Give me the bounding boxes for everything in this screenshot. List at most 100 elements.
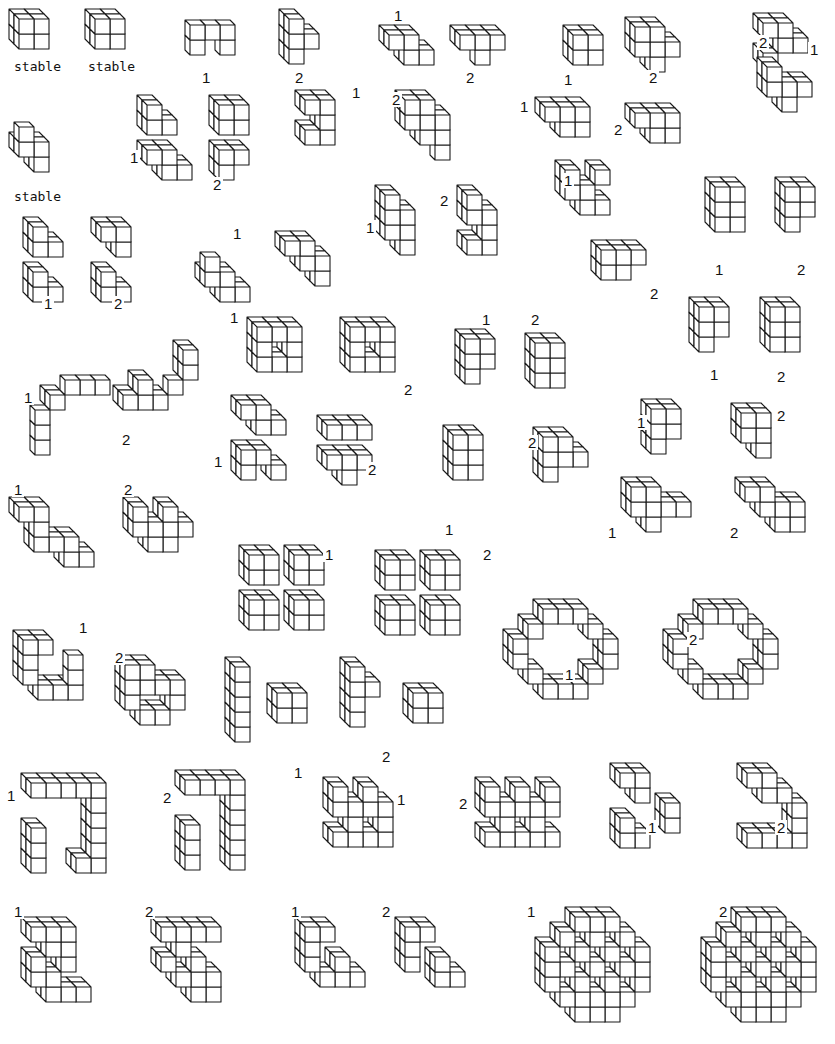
variant-number: 1 <box>518 99 530 114</box>
cube <box>133 375 153 395</box>
cube-cluster <box>737 763 807 848</box>
cube-cluster <box>625 17 680 72</box>
variant-number: 2 <box>529 312 541 327</box>
cube-cluster <box>225 657 250 742</box>
cube-cluster <box>275 231 330 286</box>
cube-cluster <box>317 415 372 485</box>
cube <box>328 827 348 847</box>
variant-number: 1 <box>708 367 720 382</box>
cube-cluster <box>625 103 680 143</box>
cube <box>480 782 500 802</box>
variant-number: 2 <box>757 35 769 50</box>
variant-number: 1 <box>12 904 24 919</box>
cube <box>765 302 785 322</box>
cube <box>568 30 588 50</box>
cube <box>736 408 756 428</box>
cube <box>615 768 635 788</box>
cube-cluster <box>760 297 800 352</box>
cube-cluster <box>775 177 815 232</box>
variant-number: 2 <box>366 462 378 477</box>
cube-cluster <box>175 770 245 870</box>
cube <box>142 145 162 165</box>
cube-cluster <box>295 917 365 987</box>
variant-number: 2 <box>775 408 787 423</box>
cube-cluster <box>295 90 335 145</box>
cube <box>630 108 650 128</box>
cube <box>300 95 320 115</box>
variant-number: 1 <box>525 904 537 919</box>
variant-number: 2 <box>211 177 223 192</box>
cube-cluster <box>30 375 110 455</box>
variant-number: 2 <box>438 193 450 208</box>
cube <box>555 927 575 947</box>
variant-number: 2 <box>161 790 173 805</box>
variant-number: 2 <box>390 92 402 107</box>
cube-cluster <box>555 160 610 215</box>
cube-cluster <box>705 177 745 232</box>
cube-cluster <box>247 317 302 372</box>
cube <box>706 942 726 962</box>
variant-number: 2 <box>795 262 807 277</box>
cube <box>26 778 46 798</box>
variant-number: 1 <box>77 620 89 635</box>
cube <box>63 650 83 670</box>
cube <box>425 600 445 620</box>
cube <box>180 820 200 840</box>
cube-cluster <box>735 477 805 532</box>
cube <box>646 404 666 424</box>
cube-cluster <box>123 497 193 552</box>
cube-cluster <box>9 122 49 172</box>
cube <box>742 828 762 848</box>
cube <box>185 20 205 40</box>
cube-cluster <box>115 655 185 725</box>
variant-number: 1 <box>289 904 301 919</box>
variant-number: 1 <box>231 226 243 241</box>
cube <box>230 662 250 682</box>
cube <box>158 502 178 522</box>
cube <box>128 502 148 522</box>
variant-number: 2 <box>728 525 740 540</box>
cube <box>26 952 46 972</box>
cube-cluster <box>231 395 286 480</box>
variant-number: 1 <box>12 482 24 497</box>
cube-cluster <box>91 217 131 302</box>
cube <box>96 222 116 242</box>
cube <box>214 100 234 120</box>
cube <box>300 125 320 145</box>
cube <box>156 922 176 942</box>
cube <box>14 122 34 142</box>
cube <box>694 302 714 322</box>
variant-number: 1 <box>646 820 658 835</box>
variant-number: 1 <box>808 42 820 57</box>
cube-cluster <box>689 297 729 352</box>
cube-cluster <box>443 425 483 480</box>
cube <box>721 927 741 947</box>
cube <box>780 182 800 202</box>
cube-cluster <box>323 777 393 847</box>
cube-cluster <box>455 329 495 384</box>
cube <box>462 190 482 210</box>
cube-cluster <box>85 9 125 49</box>
cube <box>96 267 116 287</box>
cube <box>740 482 760 502</box>
cube-cluster <box>21 917 91 1002</box>
cube-cluster <box>450 25 505 65</box>
cube-cluster <box>535 97 590 137</box>
variant-number: 2 <box>122 482 134 497</box>
cube-cluster <box>663 599 778 699</box>
cube <box>45 390 65 410</box>
cube-cluster <box>533 427 588 482</box>
cube-cluster <box>195 252 250 302</box>
cube-cluster <box>610 763 680 848</box>
cube <box>90 14 110 34</box>
cube-cluster <box>267 683 307 723</box>
cube <box>358 782 378 802</box>
variant-number: 1 <box>443 522 455 537</box>
cube <box>280 236 300 256</box>
cube-cluster <box>23 217 63 302</box>
cube-cluster <box>563 25 603 65</box>
variant-number: 1 <box>228 310 240 325</box>
cube <box>380 555 400 575</box>
cube-cluster <box>395 917 465 987</box>
variant-number: 1 <box>212 454 224 469</box>
